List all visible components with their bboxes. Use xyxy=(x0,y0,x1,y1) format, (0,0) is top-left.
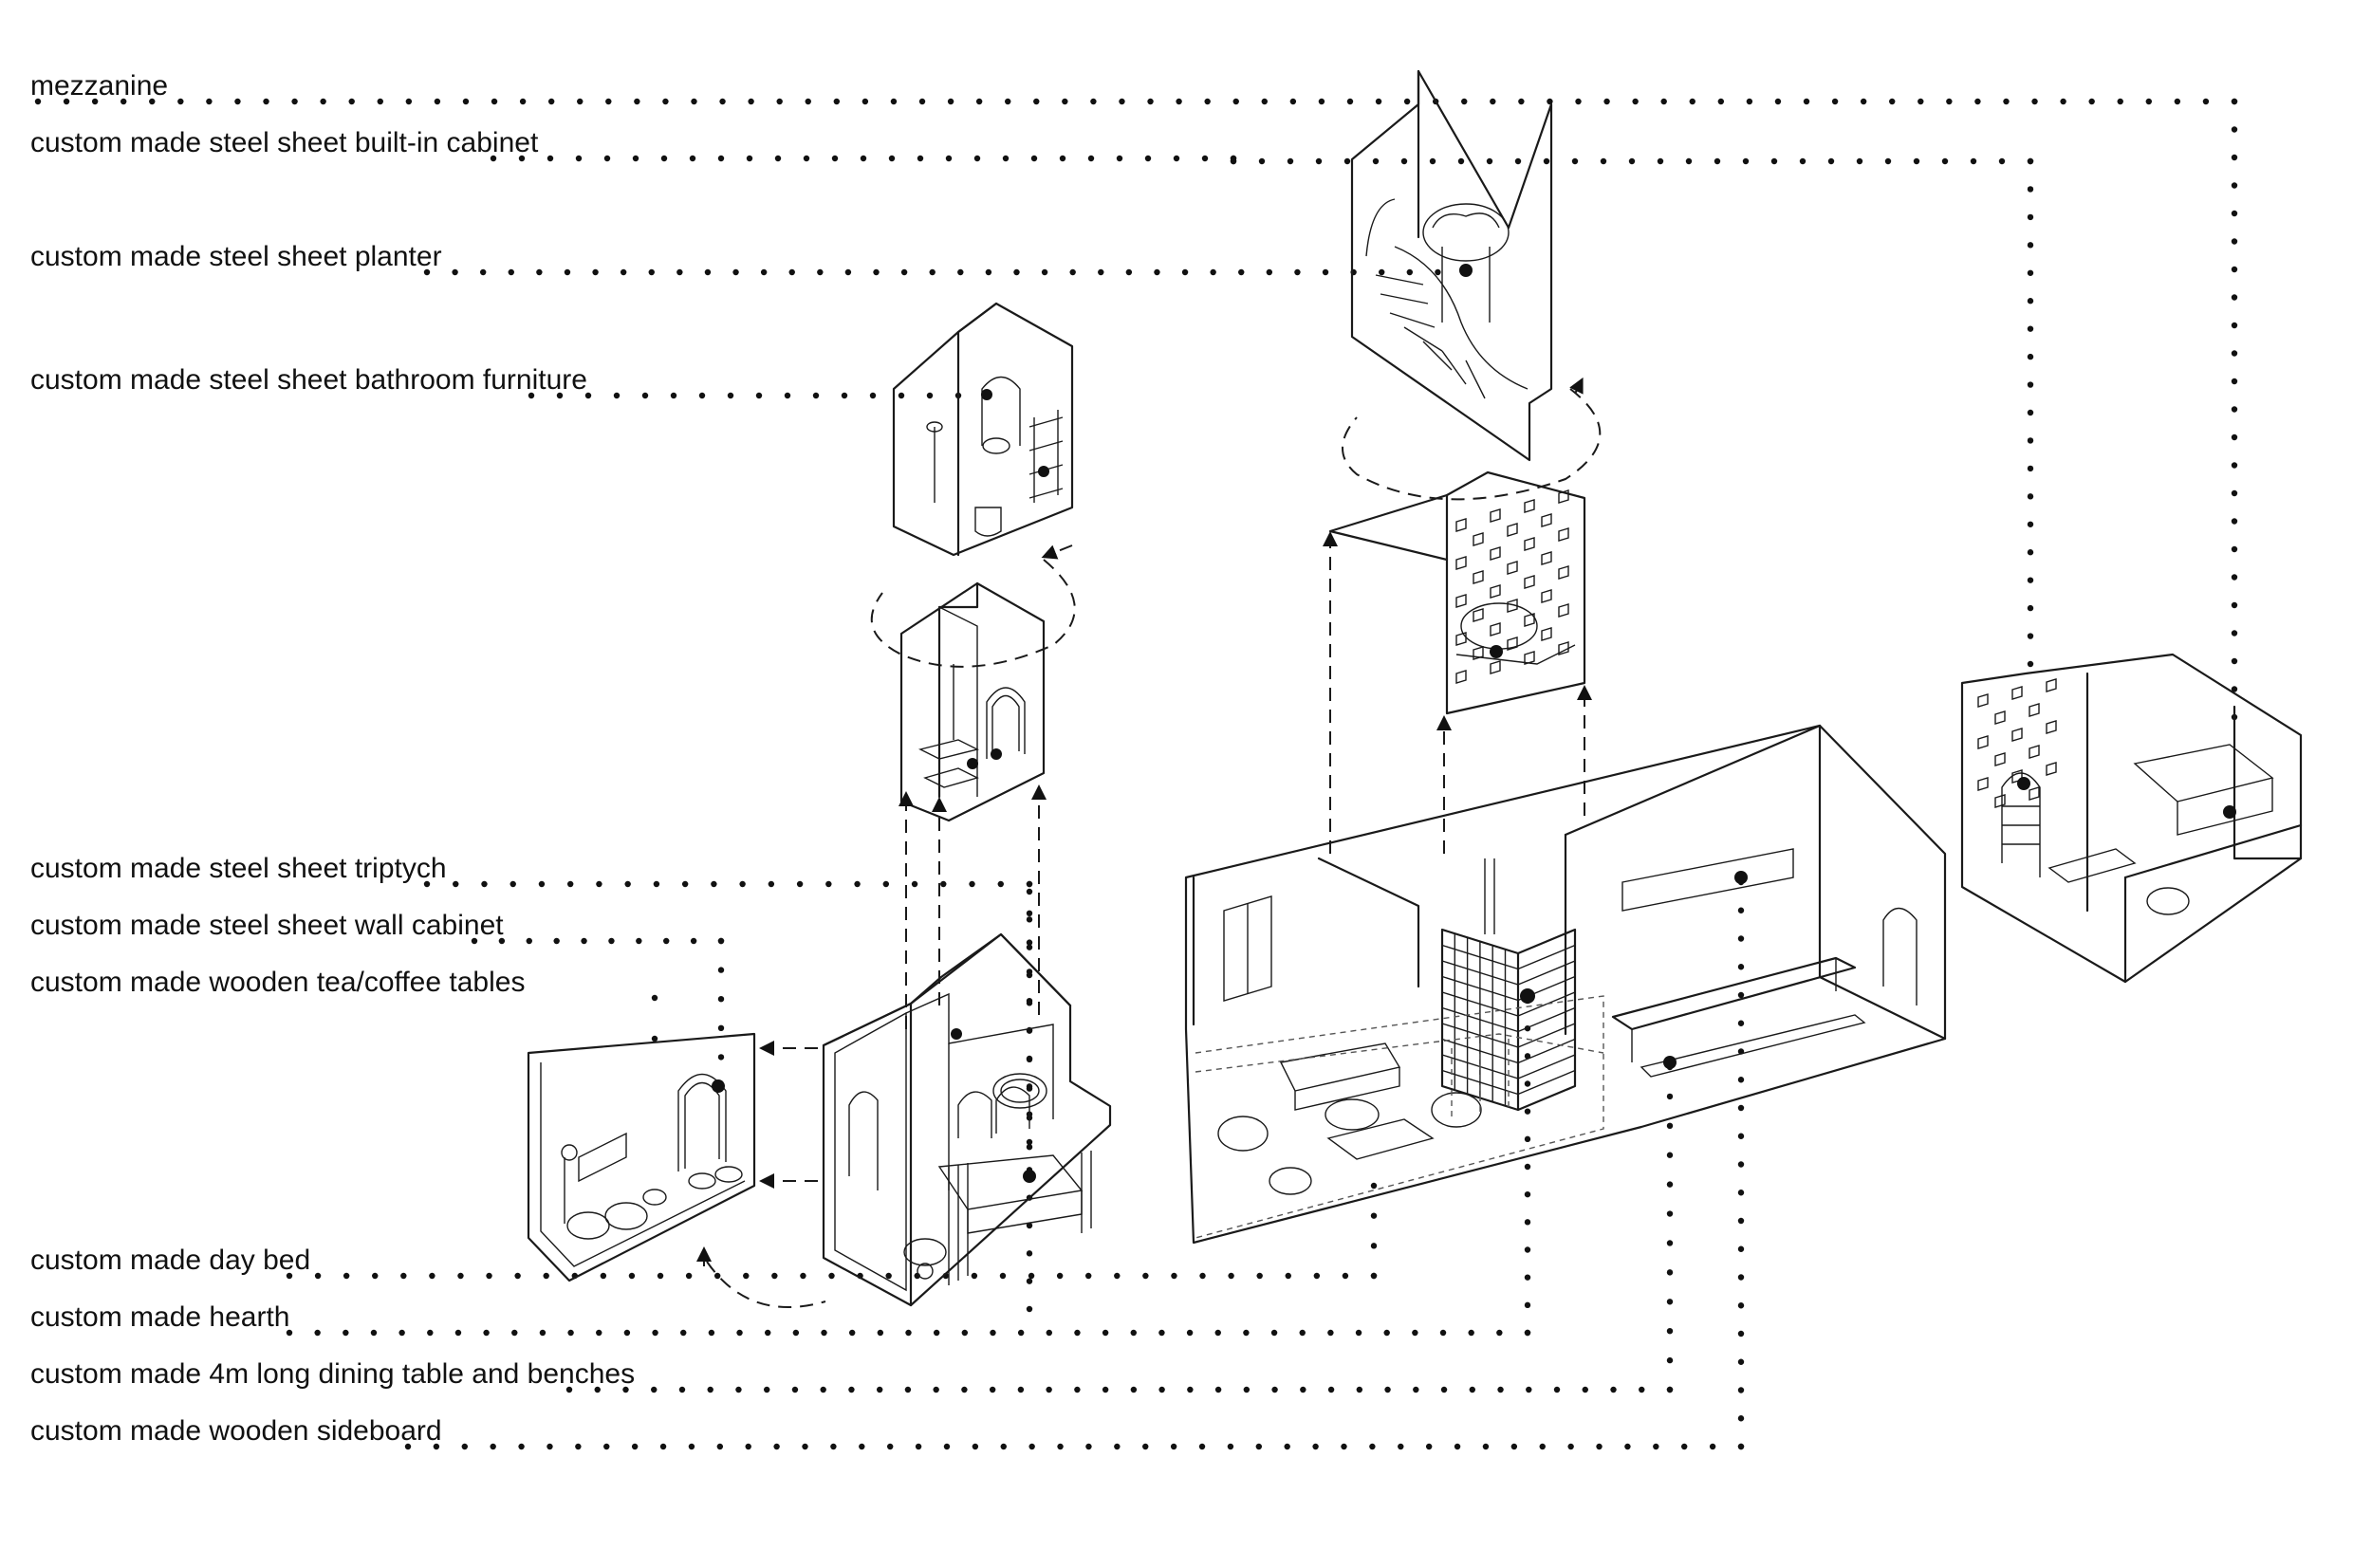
right-tile-pattern xyxy=(1977,678,2057,808)
label-wall-cabinet: custom made steel sheet wall cabinet xyxy=(30,910,504,941)
label-mezzanine: mezzanine xyxy=(30,70,168,101)
main-living-block xyxy=(1184,724,1947,1245)
bathroom-upper-module xyxy=(892,302,1074,557)
hearth-tile-grid xyxy=(1441,933,1576,1106)
annotation-labels: mezzanine custom made steel sheet built-… xyxy=(30,70,635,1447)
bathroom-lower-module xyxy=(899,581,1046,822)
label-planter: custom made steel sheet planter xyxy=(30,241,442,272)
label-bathroom: custom made steel sheet bathroom furnitu… xyxy=(30,364,587,396)
left-wall-panel xyxy=(527,1032,756,1282)
label-tea-tables: custom made wooden tea/coffee tables xyxy=(30,967,525,998)
label-triptych: custom made steel sheet triptych xyxy=(30,853,447,884)
label-hearth: custom made hearth xyxy=(30,1301,289,1333)
stair-mezzanine-module xyxy=(1350,69,1553,462)
label-day-bed: custom made day bed xyxy=(30,1245,310,1276)
label-cabinet: custom made steel sheet built-in cabinet xyxy=(30,127,539,158)
tile-pattern xyxy=(1455,489,1569,684)
dotted-leader-lines xyxy=(34,98,2238,1450)
stair-lower-module xyxy=(1328,470,1586,715)
label-dining: custom made 4m long dining table and ben… xyxy=(30,1358,635,1390)
right-mezzanine-block xyxy=(1960,653,2303,984)
label-sideboard: custom made wooden sideboard xyxy=(30,1415,442,1447)
movement-arrows xyxy=(696,377,1602,1308)
left-house-ground-floor xyxy=(822,932,1112,1307)
